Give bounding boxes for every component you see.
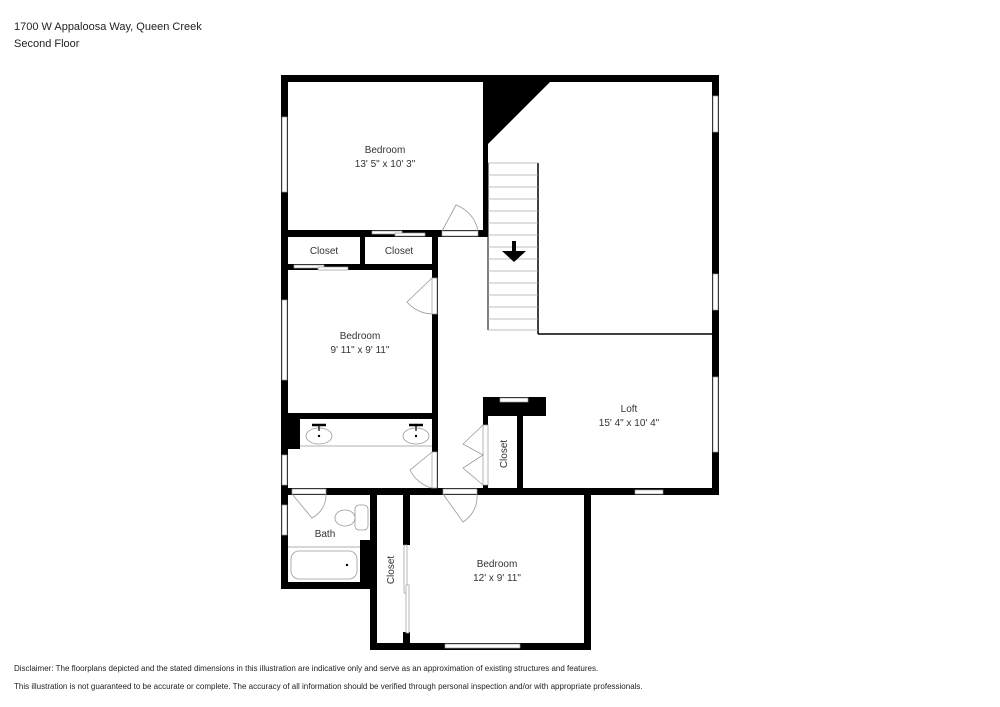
floor-label: Second Floor: [14, 38, 80, 50]
room-dims-bedroom-mid: 9' 11" x 9' 11": [331, 345, 390, 356]
arrow-down-icon: [502, 241, 526, 262]
room-name-closet-left: Closet: [310, 246, 339, 257]
property-address: 1700 W Appaloosa Way, Queen Creek: [14, 21, 202, 33]
room-dims-loft: 15' 4" x 10' 4": [599, 418, 660, 429]
room-labels: Bedroom 13' 5" x 10' 3" Closet Closet Be…: [310, 145, 660, 584]
bathroom-fixtures: [288, 423, 432, 580]
room-dims-bedroom-bottom: 12' x 9' 11": [473, 573, 521, 584]
room-name-closet-bottom: Closet: [386, 556, 397, 585]
windows: [281, 95, 719, 649]
room-name-closet-loft: Closet: [499, 440, 510, 469]
room-name-bedroom-bottom: Bedroom: [477, 559, 518, 570]
room-name-loft: Loft: [621, 404, 638, 415]
disclaimer-line-1: Disclaimer: The floorplans depicted and …: [14, 664, 599, 673]
toilet-icon: [334, 509, 356, 527]
room-dims-bedroom-top: 13' 5" x 10' 3": [355, 159, 416, 170]
bathtub-icon: [290, 550, 358, 580]
room-name-bedroom-top: Bedroom: [365, 145, 406, 156]
disclaimer-line-2: This illustration is not guaranteed to b…: [14, 682, 643, 691]
room-name-closet-right: Closet: [385, 246, 414, 257]
staircase: [487, 162, 538, 331]
room-name-bedroom-mid: Bedroom: [340, 331, 381, 342]
room-name-bath: Bath: [315, 529, 336, 540]
doors: [291, 204, 489, 634]
